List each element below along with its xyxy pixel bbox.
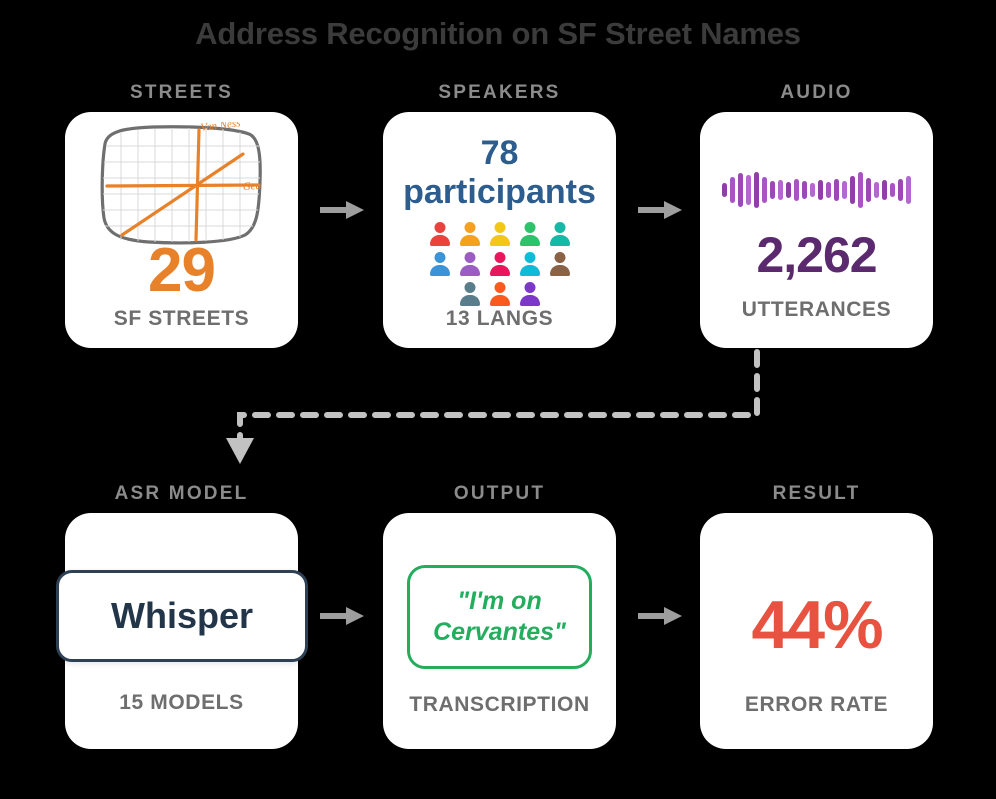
waveform-bar (842, 181, 847, 199)
waveform-bar (834, 179, 839, 201)
waveform-bar (890, 183, 895, 197)
person-icon (549, 222, 570, 248)
people-row (429, 222, 570, 248)
person-icon (489, 282, 510, 308)
person-icon (459, 222, 480, 248)
participants-count: 78 (480, 134, 519, 172)
result-caption: ERROR RATE (744, 693, 889, 716)
person-icon (429, 252, 450, 278)
asr-model-caption: 15 MODELS (119, 691, 244, 714)
people-icon-grid (383, 222, 616, 308)
waveform-bar (866, 178, 871, 202)
waveform-bar (882, 180, 887, 200)
arrow-speakers-to-audio-icon (638, 201, 682, 219)
person-icon (489, 252, 510, 278)
person-icon (519, 222, 540, 248)
waveform-icon (700, 170, 933, 210)
waveform-bar (802, 181, 807, 199)
arrow-streets-to-speakers-icon (320, 201, 364, 219)
waveform-bar (794, 179, 799, 201)
waveform-bar (898, 179, 903, 201)
person-icon (519, 282, 540, 308)
waveform-bar (762, 177, 767, 203)
waveform-bar (858, 172, 863, 208)
card-streets[interactable]: Van Ness Gea 29 SF STREETS (65, 112, 298, 348)
whisper-model-button[interactable]: Whisper (56, 570, 308, 662)
card-audio[interactable]: 2,262 UTTERANCES (700, 112, 933, 348)
waveform-bar (770, 181, 775, 199)
person-icon (519, 252, 540, 278)
waveform-bar (778, 180, 783, 200)
waveform-bar (850, 176, 855, 204)
waveform-bar (754, 172, 759, 208)
utterances-count: 2,262 (756, 227, 877, 283)
card-speakers[interactable]: 78 participants (383, 112, 616, 348)
participants-headline: 78 participants (383, 134, 616, 212)
arrow-model-to-output-icon (320, 607, 364, 625)
card-result[interactable]: 44% ERROR RATE (700, 513, 933, 749)
map-label-geary: Gea (242, 180, 262, 193)
streets-caption: SF STREETS (113, 307, 250, 330)
column-label-streets: STREETS (129, 82, 234, 103)
hand-drawn-map-icon: Van Ness Gea (100, 122, 262, 245)
output-caption: TRANSCRIPTION (409, 693, 590, 716)
waveform-bar (810, 183, 815, 197)
waveform-bar (786, 182, 791, 198)
map-label-van-ness: Van Ness (200, 122, 241, 134)
waveform-bar (730, 177, 735, 203)
transcription-box: "I'm on Cervantes" (407, 565, 592, 669)
audio-caption: UTTERANCES (741, 298, 892, 321)
column-label-speakers: SPEAKERS (438, 82, 561, 103)
column-label-output: OUTPUT (453, 483, 546, 504)
page-title: Address Recognition on SF Street Names (195, 16, 801, 51)
error-rate-value: 44% (751, 587, 883, 663)
people-row (459, 282, 540, 308)
waveform-bar (826, 182, 831, 198)
waveform-bar (818, 180, 823, 200)
person-icon (429, 222, 450, 248)
waveform-bar (906, 176, 911, 204)
person-icon (489, 222, 510, 248)
waveform-bar (738, 173, 743, 207)
column-label-audio: AUDIO (780, 82, 853, 103)
column-label-result: RESULT (772, 483, 861, 504)
column-label-asr-model: ASR MODEL (114, 483, 249, 504)
people-row (429, 252, 570, 278)
participants-word: participants (403, 173, 596, 212)
waveform-bar (746, 175, 751, 205)
speakers-caption: 13 LANGS (445, 307, 554, 330)
arrow-output-to-result-icon (638, 607, 682, 625)
streets-count: 29 (148, 236, 216, 305)
waveform-bar (722, 183, 727, 197)
person-icon (549, 252, 570, 278)
card-output[interactable]: "I'm on Cervantes" TRANSCRIPTION (383, 513, 616, 749)
waveform-bar (874, 182, 879, 198)
person-icon (459, 282, 480, 308)
person-icon (459, 252, 480, 278)
